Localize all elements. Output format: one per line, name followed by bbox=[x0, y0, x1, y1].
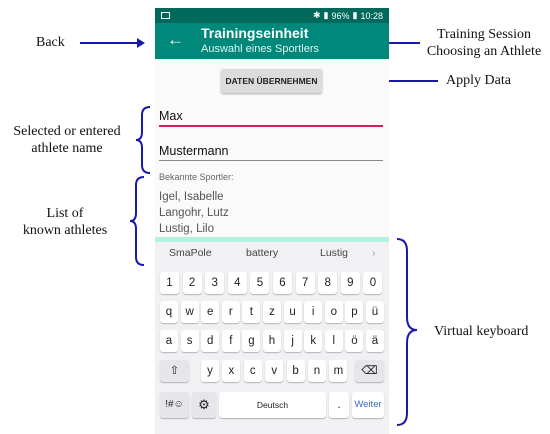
phone-screen: ✱ ▮ 96% ▮ 10:28 ← Trainingseinheit Auswa… bbox=[155, 8, 389, 434]
key-p[interactable]: p bbox=[345, 301, 364, 323]
key-ö[interactable]: ö bbox=[345, 330, 364, 352]
key-m[interactable]: m bbox=[329, 360, 348, 382]
annotation-apply-data: Apply Data bbox=[446, 73, 511, 88]
brace-known-list bbox=[130, 176, 145, 266]
key-k[interactable]: k bbox=[304, 330, 323, 352]
key-r[interactable]: r bbox=[221, 301, 240, 323]
last-name-field[interactable]: Mustermann bbox=[159, 144, 383, 161]
annotation-selected-name: Selected or entered athlete name bbox=[2, 123, 132, 157]
key-j[interactable]: j bbox=[283, 330, 302, 352]
known-athlete-item[interactable]: Igel, Isabelle bbox=[159, 191, 224, 203]
annotation-selected-line1: Selected or entered bbox=[13, 124, 121, 139]
key-s[interactable]: s bbox=[180, 330, 199, 352]
known-athletes-label: Bekannte Sportler: bbox=[159, 172, 234, 182]
key-ü[interactable]: ü bbox=[366, 301, 384, 323]
key-t[interactable]: t bbox=[242, 301, 261, 323]
key-7[interactable]: 7 bbox=[295, 272, 315, 294]
brace-virtual-keyboard bbox=[396, 238, 418, 426]
annotation-training-line1: Training Session bbox=[436, 27, 531, 42]
chevron-right-icon[interactable]: › bbox=[372, 247, 376, 259]
key-y[interactable]: y bbox=[201, 360, 219, 382]
key-ä[interactable]: ä bbox=[366, 330, 384, 352]
page-subtitle: Auswahl eines Sportlers bbox=[201, 43, 320, 55]
suggestion-item[interactable]: battery bbox=[246, 247, 279, 259]
key-c[interactable]: c bbox=[243, 360, 262, 382]
key-v[interactable]: v bbox=[265, 360, 284, 382]
key-1[interactable]: 1 bbox=[160, 272, 179, 294]
key-8[interactable]: 8 bbox=[318, 272, 338, 294]
space-key[interactable]: Deutsch bbox=[219, 392, 326, 418]
status-bar: ✱ ▮ 96% ▮ 10:28 bbox=[155, 8, 389, 23]
bluetooth-icon: ✱ bbox=[313, 10, 321, 20]
annotation-training-line2: Choosing an Athlete bbox=[426, 44, 542, 59]
key-e[interactable]: e bbox=[201, 301, 220, 323]
bottom-row: !#☺ ⚙ Deutsch . Weiter bbox=[155, 392, 389, 422]
first-name-field[interactable]: Max bbox=[159, 109, 383, 127]
keyboard-divider bbox=[155, 237, 389, 242]
enter-key[interactable]: Weiter bbox=[352, 392, 384, 418]
key-u[interactable]: u bbox=[283, 301, 302, 323]
key-h[interactable]: h bbox=[263, 330, 281, 352]
annotation-list-line2: known athletes bbox=[22, 223, 108, 238]
suggestion-item[interactable]: Lustig bbox=[320, 247, 349, 259]
shift-key[interactable]: ⇧ bbox=[160, 360, 189, 382]
key-f[interactable]: f bbox=[221, 330, 240, 352]
settings-gear-icon[interactable]: ⚙ bbox=[192, 392, 216, 418]
annotation-selected-line2: athlete name bbox=[31, 141, 103, 156]
known-athlete-item[interactable]: Langohr, Lutz bbox=[159, 207, 229, 219]
key-q[interactable]: q bbox=[160, 301, 178, 323]
battery-icon: ▮ bbox=[352, 10, 358, 20]
known-athletes-list: Igel, Isabelle Langohr, Lutz Lustig, Lil… bbox=[159, 189, 229, 237]
key-2[interactable]: 2 bbox=[182, 272, 202, 294]
period-key[interactable]: . bbox=[329, 392, 349, 418]
annotation-virtual-keyboard: Virtual keyboard bbox=[434, 324, 529, 339]
key-6[interactable]: 6 bbox=[273, 272, 292, 294]
annotation-back: Back bbox=[36, 35, 65, 50]
key-9[interactable]: 9 bbox=[340, 272, 360, 294]
key-i[interactable]: i bbox=[304, 301, 323, 323]
backspace-key[interactable]: ⌫ bbox=[355, 360, 384, 382]
key-5[interactable]: 5 bbox=[250, 272, 270, 294]
key-g[interactable]: g bbox=[242, 330, 261, 352]
suggestion-bar: SmaPole battery Lustig › bbox=[155, 242, 389, 264]
app-bar: ← Trainingseinheit Auswahl eines Sportle… bbox=[155, 23, 389, 59]
battery-percent: 96% bbox=[331, 10, 350, 21]
brace-selected-name bbox=[136, 106, 151, 174]
back-arrow-icon[interactable]: ← bbox=[167, 30, 184, 49]
key-3[interactable]: 3 bbox=[205, 272, 225, 294]
clock: 10:28 bbox=[360, 10, 383, 21]
symbols-key[interactable]: !#☺ bbox=[160, 392, 189, 418]
key-x[interactable]: x bbox=[222, 360, 241, 382]
key-b[interactable]: b bbox=[286, 360, 305, 382]
annotation-known-list: List of known athletes bbox=[10, 205, 120, 239]
suggestion-item[interactable]: SmaPole bbox=[169, 247, 212, 259]
image-notification-icon bbox=[161, 12, 170, 19]
apply-data-button[interactable]: DATEN ÜBERNEHMEN bbox=[221, 69, 322, 93]
annotation-list-line1: List of bbox=[46, 206, 84, 221]
key-o[interactable]: o bbox=[324, 301, 343, 323]
key-d[interactable]: d bbox=[201, 330, 220, 352]
key-0[interactable]: 0 bbox=[363, 272, 383, 294]
annotation-training-session: Training Session Choosing an Athlete bbox=[420, 26, 548, 60]
key-a[interactable]: a bbox=[160, 330, 178, 352]
key-l[interactable]: l bbox=[324, 330, 343, 352]
page-title: Trainingseinheit bbox=[201, 25, 309, 41]
key-z[interactable]: z bbox=[263, 301, 281, 323]
key-n[interactable]: n bbox=[308, 360, 326, 382]
key-w[interactable]: w bbox=[180, 301, 199, 323]
known-athlete-item[interactable]: Lustig, Lilo bbox=[159, 223, 214, 235]
signal-icon: ▮ bbox=[323, 10, 329, 20]
key-4[interactable]: 4 bbox=[227, 272, 247, 294]
arrow-back bbox=[80, 38, 145, 48]
